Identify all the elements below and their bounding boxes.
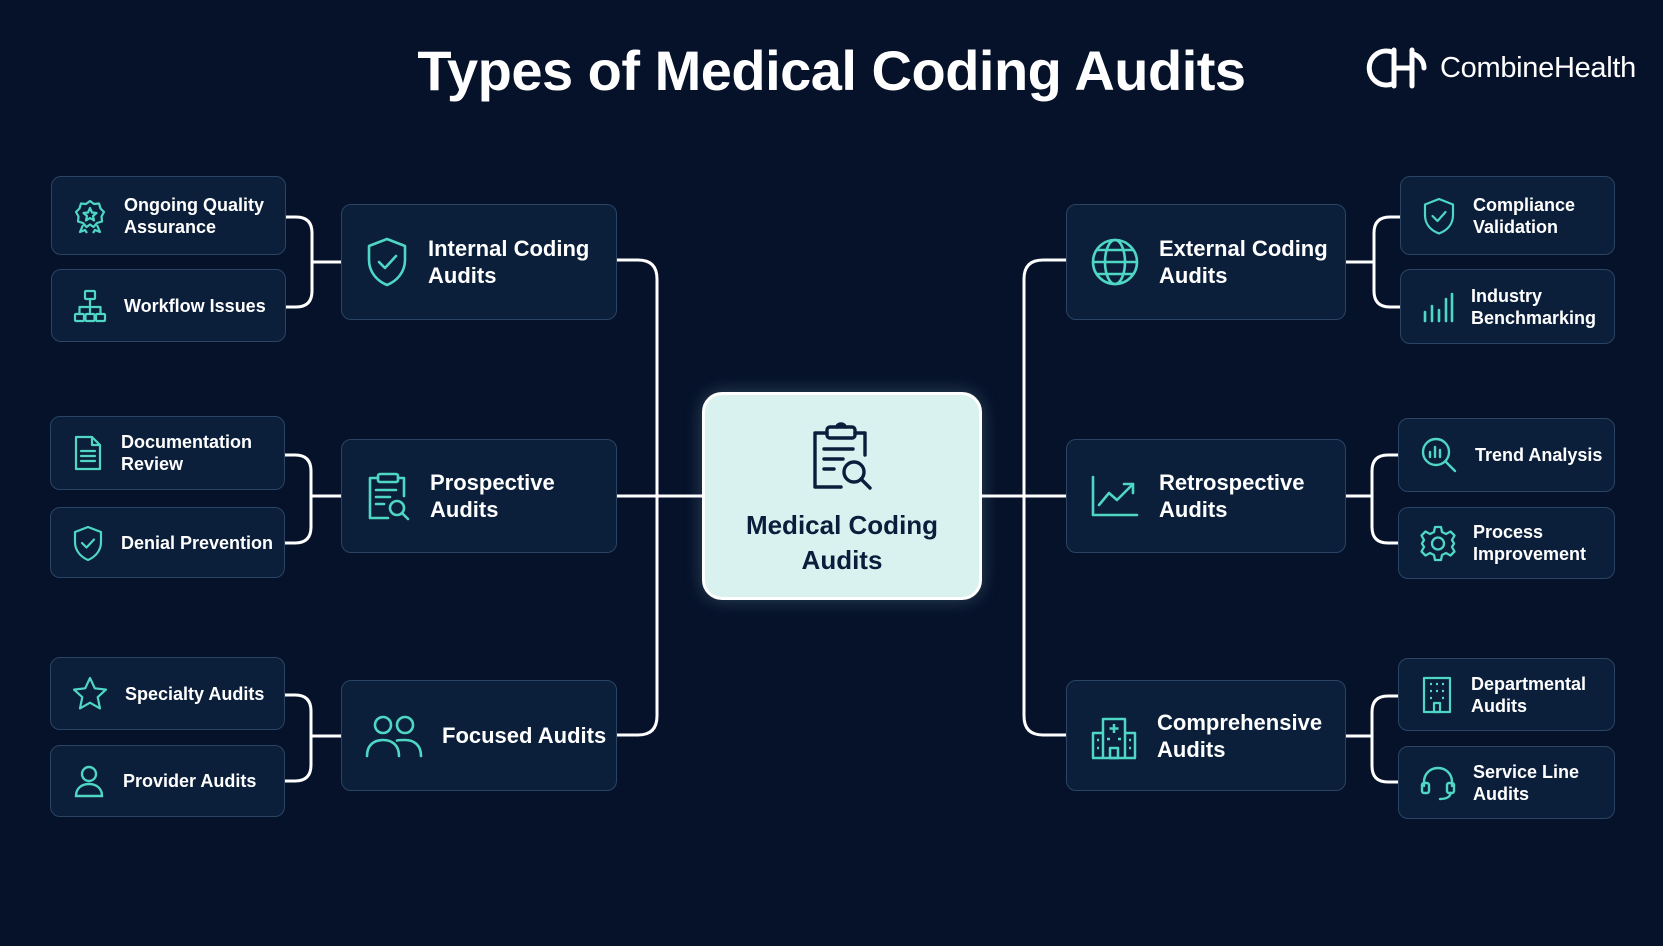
users-icon <box>364 713 424 759</box>
shield-check-icon <box>71 524 105 562</box>
hospital-icon <box>1089 711 1139 761</box>
bracket-internal <box>284 215 343 309</box>
page-title: Types of Medical Coding Audits <box>417 39 1246 102</box>
branch-box-internal-coding-audits: Internal Coding Audits <box>341 204 617 320</box>
shield-check-icon <box>364 236 410 288</box>
award-badge-icon <box>72 198 108 234</box>
shield-check-icon <box>1421 196 1457 236</box>
branch-box-prospective-audits: Prospective Audits <box>341 439 617 553</box>
building-icon <box>1419 675 1455 715</box>
bracket-comprehensive <box>1344 694 1400 784</box>
star-icon <box>71 675 109 713</box>
sub-box-service-line-audits: Service Line Audits <box>1398 746 1615 819</box>
clipboard-search-icon <box>807 421 877 500</box>
branch-label: Retrospective Audits <box>1159 470 1305 522</box>
sub-label: Denial Prevention <box>121 532 274 553</box>
branch-box-retrospective-audits: Retrospective Audits <box>1066 439 1346 553</box>
brand-logo: CombineHealth <box>1364 40 1636 96</box>
document-icon <box>71 434 105 472</box>
sub-box-specialty-audits: Specialty Audits <box>50 657 285 730</box>
trend-chart-icon <box>1089 473 1141 519</box>
sub-label: Provider Audits <box>123 771 257 791</box>
combinehealth-logo-icon <box>1366 47 1427 89</box>
sub-box-provider-audits: Provider Audits <box>50 745 285 817</box>
gear-icon <box>1419 524 1457 562</box>
sub-label: Ongoing Quality Assurance <box>124 194 264 237</box>
bar-chart-icon <box>1421 290 1455 324</box>
branch-box-external-coding-audits: External Coding Audits <box>1066 204 1346 320</box>
sub-box-denial-prevention: Denial Prevention <box>50 507 285 578</box>
branch-box-focused-audits: Focused Audits <box>341 680 617 791</box>
sub-label: Documentation Review <box>121 432 253 474</box>
sub-label: Service Line Audits <box>1473 761 1580 804</box>
sub-label: Departmental Audits <box>1471 673 1587 716</box>
user-icon <box>71 763 107 799</box>
brand-name: CombineHealth <box>1440 51 1636 84</box>
sub-box-process-improvement: Process Improvement <box>1398 507 1615 579</box>
sub-label: Compliance Validation <box>1473 194 1576 237</box>
workflow-icon <box>72 288 108 324</box>
bracket-focused <box>283 693 343 783</box>
branch-label: Focused Audits <box>442 723 607 748</box>
branch-label: Comprehensive Audits <box>1157 709 1323 762</box>
sub-box-industry-benchmarking: Industry Benchmarking <box>1400 269 1615 344</box>
sub-box-ongoing-quality-assurance: Ongoing Quality Assurance <box>51 176 286 255</box>
sub-label: Specialty Audits <box>125 683 265 704</box>
search-chart-icon <box>1419 435 1459 475</box>
branch-label: Prospective Audits <box>430 470 555 522</box>
center-label: Medical Coding Audits <box>745 510 939 575</box>
bracket-retrospective <box>1344 453 1400 545</box>
sub-label: Workflow Issues <box>124 295 266 316</box>
center-node-medical-coding-audits: Medical Coding Audits <box>702 392 982 600</box>
sub-label: Process Improvement <box>1473 522 1587 564</box>
sub-box-compliance-validation: Compliance Validation <box>1400 176 1615 255</box>
sub-box-trend-analysis: Trend Analysis <box>1398 418 1615 492</box>
globe-icon <box>1089 236 1141 288</box>
sub-label: Trend Analysis <box>1475 445 1603 465</box>
sub-box-departmental-audits: Departmental Audits <box>1398 658 1615 731</box>
bracket-external <box>1344 215 1402 309</box>
sub-box-documentation-review: Documentation Review <box>50 416 285 490</box>
headset-icon <box>1419 764 1457 802</box>
bracket-prospective <box>283 453 343 545</box>
branch-label: Internal Coding Audits <box>428 236 590 288</box>
sub-label: Industry Benchmarking <box>1471 285 1597 328</box>
clipboard-search-icon <box>364 470 412 522</box>
sub-box-workflow-issues: Workflow Issues <box>51 269 286 342</box>
branch-box-comprehensive-audits: Comprehensive Audits <box>1066 680 1346 791</box>
branch-label: External Coding Audits <box>1159 236 1328 288</box>
